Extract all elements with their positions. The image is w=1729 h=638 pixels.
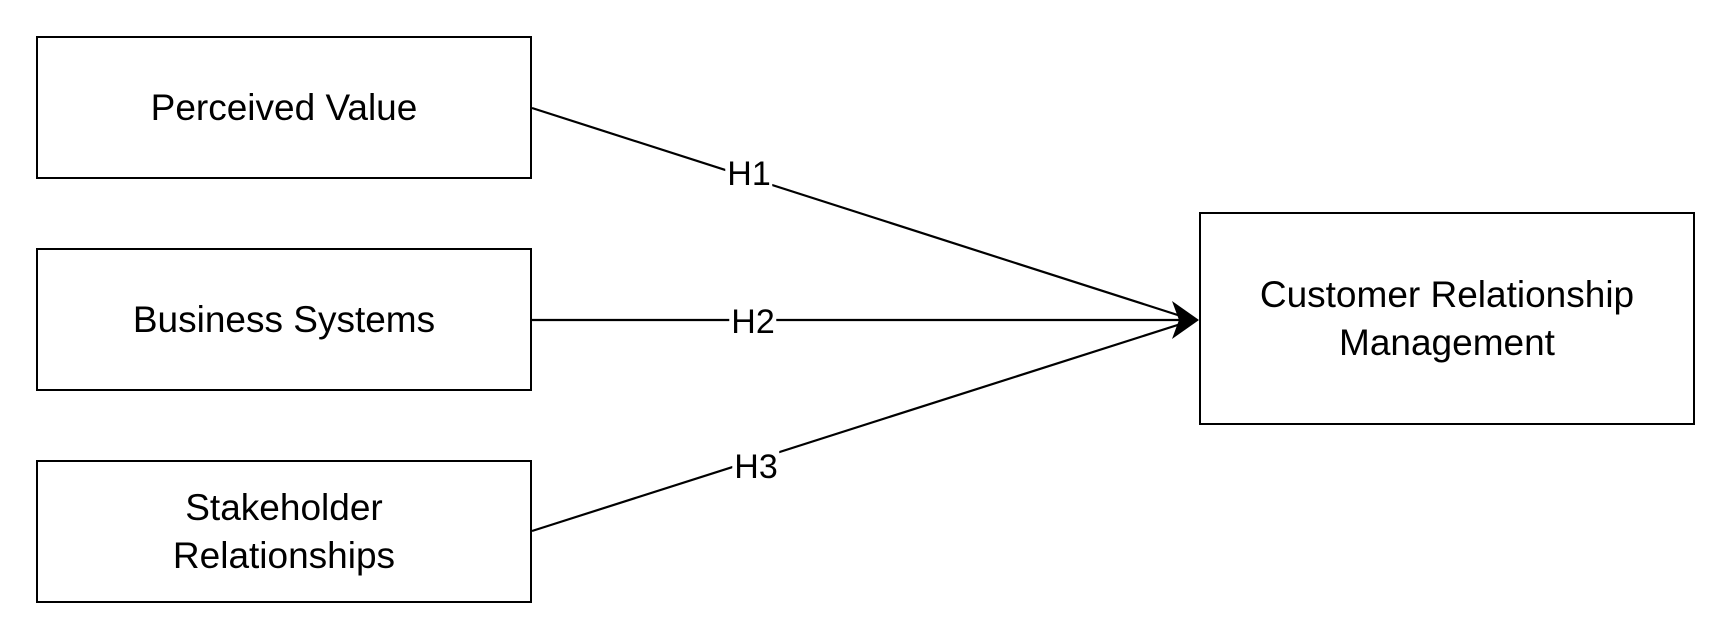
node-crm-label: Customer Relationship Management <box>1259 274 1635 363</box>
node-perceived-value: Perceived Value <box>36 36 532 179</box>
node-business-systems: Business Systems <box>36 248 532 391</box>
node-stakeholder-relationships: Stakeholder Relationships <box>36 460 532 603</box>
edge-label-h1: H1 <box>725 155 773 193</box>
node-business-systems-label: Business Systems <box>132 298 436 340</box>
edge-h3-line <box>531 320 1188 533</box>
edge-h1-line <box>531 106 1188 320</box>
arrowhead-icon <box>1172 301 1199 339</box>
node-stakeholder-relationships-label: Stakeholder Relationships <box>172 487 396 576</box>
node-perceived-value-label: Perceived Value <box>150 86 418 128</box>
edge-label-h2: H2 <box>729 303 777 341</box>
edge-label-h3: H3 <box>732 448 780 486</box>
node-customer-relationship-management: Customer Relationship Management <box>1199 212 1695 425</box>
